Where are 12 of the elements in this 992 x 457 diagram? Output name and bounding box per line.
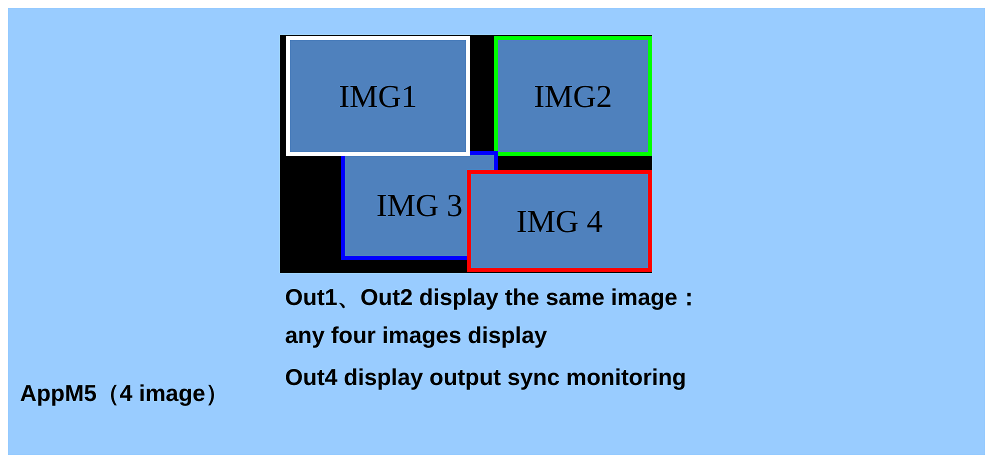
image-box xyxy=(494,36,652,156)
image-label: IMG1 xyxy=(338,78,418,114)
image-box xyxy=(467,170,652,272)
image-box xyxy=(286,36,470,156)
note-text: Out4 display output sync monitoring xyxy=(285,364,686,391)
image-label: IMG 3 xyxy=(376,187,463,224)
screen-area xyxy=(280,35,652,273)
image-label: IMG 4 xyxy=(516,202,603,240)
note-text: any four images display xyxy=(285,322,548,349)
note-text: AppM5（4 image） xyxy=(20,379,228,408)
image-label: IMG2 xyxy=(534,78,612,114)
note-text: Out1、Out2 display the same image： xyxy=(285,283,700,312)
